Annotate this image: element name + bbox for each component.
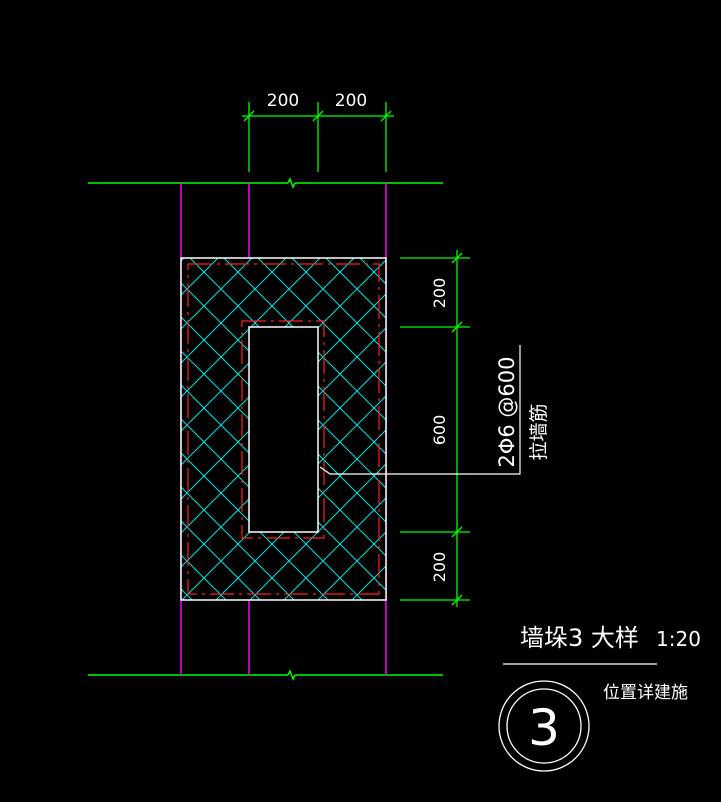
top-dimension — [242, 102, 394, 172]
rebar-spec-label: 2Φ6 @600 — [495, 356, 519, 467]
pier-section — [180, 257, 387, 601]
break-line-top — [88, 177, 443, 189]
rebar-outer — [187, 263, 380, 595]
right-dim-middle: 600 — [430, 415, 449, 446]
right-dim-top: 200 — [430, 278, 449, 309]
rebar-inner — [241, 320, 325, 539]
top-dim-right: 200 — [335, 91, 367, 111]
rebar-leader — [319, 345, 521, 475]
pier-outline — [180, 257, 387, 601]
top-dim-left: 200 — [267, 91, 299, 111]
rebar-desc-label: 拉墙筋 — [528, 403, 550, 460]
right-dimension — [400, 250, 470, 607]
detail-number-circle — [498, 680, 590, 772]
detail-title: 墙垛3 大样 — [520, 624, 639, 652]
break-line-bottom — [88, 669, 443, 681]
detail-number: 3 — [528, 699, 560, 757]
right-dim-bottom: 200 — [430, 552, 449, 583]
opening-outline — [248, 326, 319, 533]
detail-scale: 1:20 — [656, 627, 701, 651]
location-note: 位置详建施 — [603, 683, 688, 703]
